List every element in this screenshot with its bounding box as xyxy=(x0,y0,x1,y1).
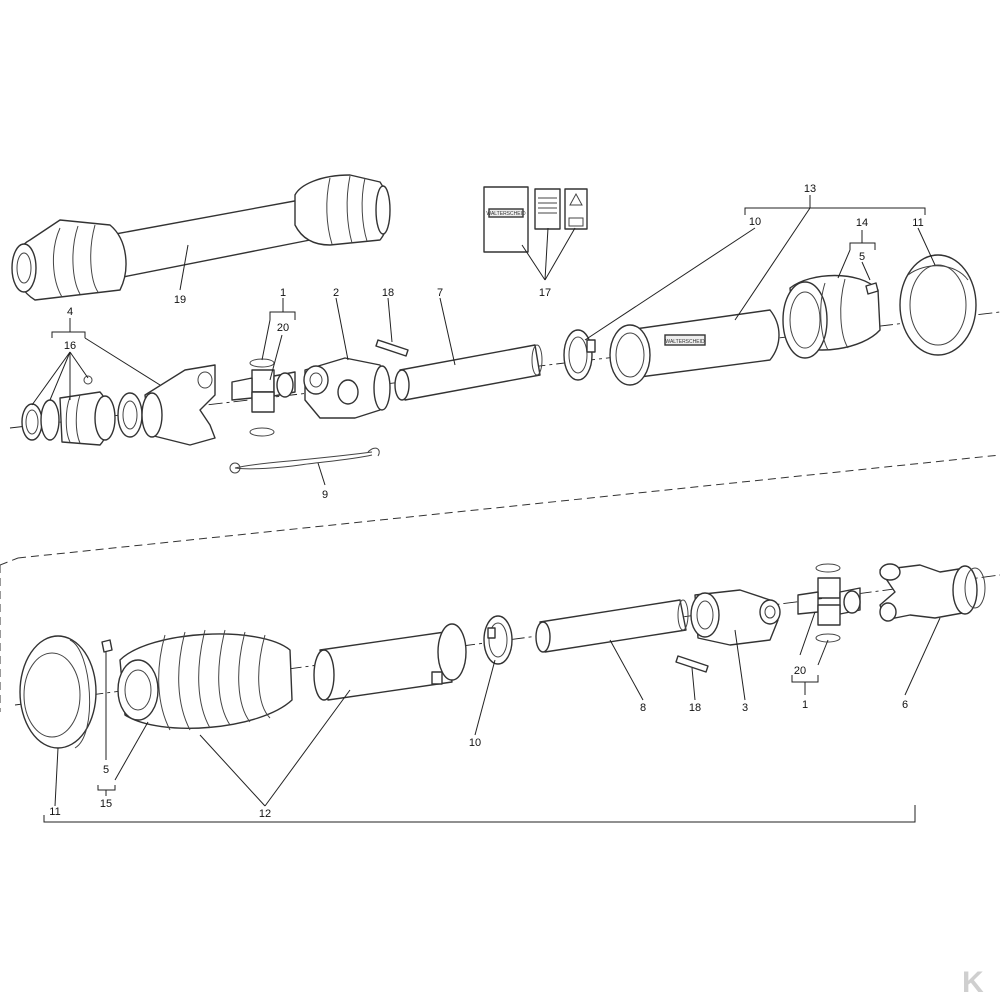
brand-logo-icon: K xyxy=(962,966,984,999)
part-12-outer-tube xyxy=(313,623,467,701)
dashed-frame xyxy=(0,454,1000,712)
callout-18-top: 18 xyxy=(382,287,394,299)
part-16-seal-rings xyxy=(21,375,143,446)
callout-19: 19 xyxy=(174,294,186,306)
callout-2: 2 xyxy=(333,287,339,299)
callout-14: 14 xyxy=(856,217,868,229)
part-14-guard-cone xyxy=(782,274,881,359)
callout-18-bottom: 18 xyxy=(689,702,701,714)
svg-text:WALTERSCHEID: WALTERSCHEID xyxy=(665,339,705,345)
callout-7: 7 xyxy=(437,287,443,299)
decal-medium xyxy=(534,188,561,230)
part-7-inner-tube xyxy=(394,344,543,401)
part-3-inner-yoke xyxy=(690,589,781,646)
callout-8: 8 xyxy=(640,702,646,714)
callout-1-bottom: 1 xyxy=(802,699,808,711)
svg-text:WALTERSCHEID: WALTERSCHEID xyxy=(486,211,526,217)
svg-text:K: K xyxy=(962,966,984,999)
callout-10-bottom: 10 xyxy=(469,737,481,749)
callout-5-bottom: 5 xyxy=(103,764,109,776)
part-15-guard-cone xyxy=(117,629,293,731)
part-8-inner-tube xyxy=(535,599,689,653)
callout-4: 4 xyxy=(67,306,73,318)
part-4-yoke xyxy=(141,364,216,446)
part-18-pin-top xyxy=(375,339,409,357)
callout-3: 3 xyxy=(742,702,748,714)
part-10-bearing-ring-bottom xyxy=(483,615,513,665)
part-11-cover-bottom xyxy=(19,635,97,749)
part-1-cross-kit-bottom xyxy=(797,563,861,643)
part-19-complete-shaft xyxy=(11,174,391,301)
callout-5-top: 5 xyxy=(859,251,865,263)
callout-11-bottom: 11 xyxy=(49,806,60,818)
part-1-cross-kit-top xyxy=(231,358,296,437)
part-13-guard-tube: WALTERSCHEID xyxy=(609,309,780,386)
callout-12: 12 xyxy=(259,808,271,820)
callout-labels: 19 17 13 10 14 11 5 4 16 1 20 2 18 7 9 5… xyxy=(49,183,923,820)
part-11-cover-top xyxy=(899,254,977,356)
decal-large xyxy=(483,186,529,253)
leader-lines xyxy=(31,195,941,823)
part-18-pin-bottom xyxy=(675,655,709,673)
callout-20-top: 20 xyxy=(277,322,289,334)
part-6-outer-yoke xyxy=(879,563,986,622)
callout-1-top: 1 xyxy=(280,287,286,299)
decal-warning xyxy=(564,188,588,230)
callout-15: 15 xyxy=(100,798,112,810)
callout-6: 6 xyxy=(902,699,908,711)
part-5-screw-bottom xyxy=(101,639,113,653)
part-2-inner-yoke xyxy=(303,357,391,419)
callout-13: 13 xyxy=(804,183,816,195)
callout-9: 9 xyxy=(322,489,328,501)
callout-10-top: 10 xyxy=(749,216,761,228)
callout-16: 16 xyxy=(64,340,76,352)
part-9-safety-chain xyxy=(229,447,380,474)
part-17-decals: WALTERSCHEID xyxy=(483,186,588,253)
callout-11-top: 11 xyxy=(912,217,923,229)
part-10-bearing-ring-top xyxy=(563,329,596,381)
callout-17: 17 xyxy=(539,287,551,299)
callout-20-bottom: 20 xyxy=(794,665,806,677)
